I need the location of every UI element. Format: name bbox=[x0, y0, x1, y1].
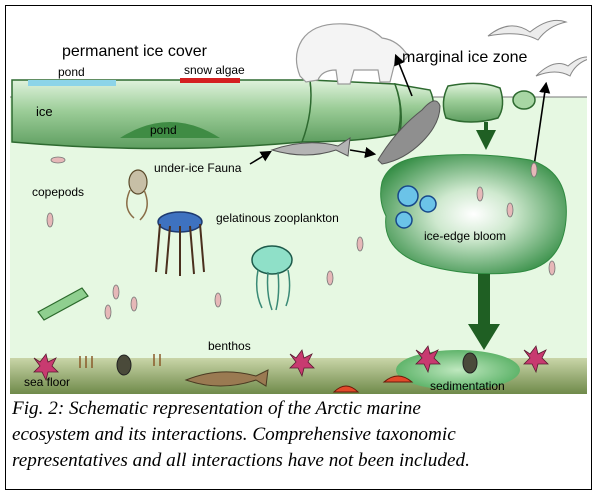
permanent-ice-sheet bbox=[12, 80, 434, 149]
label-pond-under: pond bbox=[150, 123, 177, 137]
label-sedimentation: sedimentation bbox=[430, 379, 505, 393]
caption-line-3: representatives and all interactions hav… bbox=[12, 450, 470, 471]
polar-bear-icon bbox=[296, 24, 408, 84]
label-benthos: benthos bbox=[208, 339, 251, 353]
label-ice-edge-bloom: ice-edge bloom bbox=[424, 229, 506, 243]
label-under-ice-fauna: under-ice Fauna bbox=[154, 161, 242, 175]
caption-line-2: ecosystem and its interactions. Comprehe… bbox=[12, 424, 456, 445]
pond-top bbox=[28, 80, 116, 86]
label-ice: ice bbox=[36, 104, 53, 119]
label-pond-top: pond bbox=[58, 65, 85, 79]
label-gelatinous-zooplankton: gelatinous zooplankton bbox=[216, 211, 339, 225]
caption-line-1: Fig. 2: Schematic representation of the … bbox=[12, 398, 421, 419]
label-copepods: copepods bbox=[32, 185, 84, 199]
label-marginal-ice-zone: marginal ice zone bbox=[402, 49, 528, 66]
figure-caption: Fig. 2: Schematic representation of the … bbox=[12, 396, 587, 474]
label-permanent-ice-cover: permanent ice cover bbox=[62, 43, 208, 60]
snow-algae-patch bbox=[180, 78, 240, 83]
arctic-ecosystem-diagram: permanent ice cover pond snow algae ice … bbox=[10, 10, 587, 394]
ice-edge-bloom bbox=[381, 155, 567, 274]
label-snow-algae: snow algae bbox=[184, 63, 245, 77]
label-sea-floor: sea floor bbox=[24, 375, 70, 389]
